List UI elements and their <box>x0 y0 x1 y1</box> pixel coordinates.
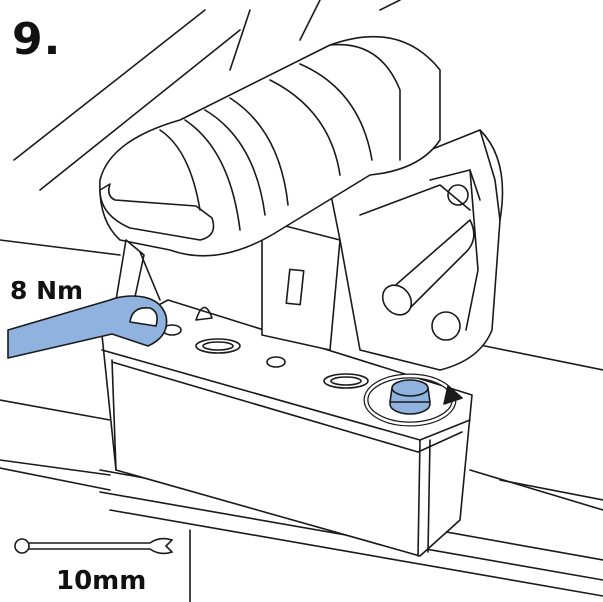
bar-cover <box>99 0 441 257</box>
bolt <box>363 373 463 427</box>
tool-size-label: 10mm <box>56 566 147 596</box>
step-number: 9. <box>12 14 62 65</box>
clamp-housing <box>261 129 504 371</box>
wrench-icon <box>14 537 174 555</box>
torque-label: 8 Nm <box>10 276 84 305</box>
wrench-in-use <box>7 295 168 359</box>
roof-bar-lines <box>0 9 603 511</box>
tube <box>381 219 475 316</box>
foot-base <box>101 299 473 557</box>
